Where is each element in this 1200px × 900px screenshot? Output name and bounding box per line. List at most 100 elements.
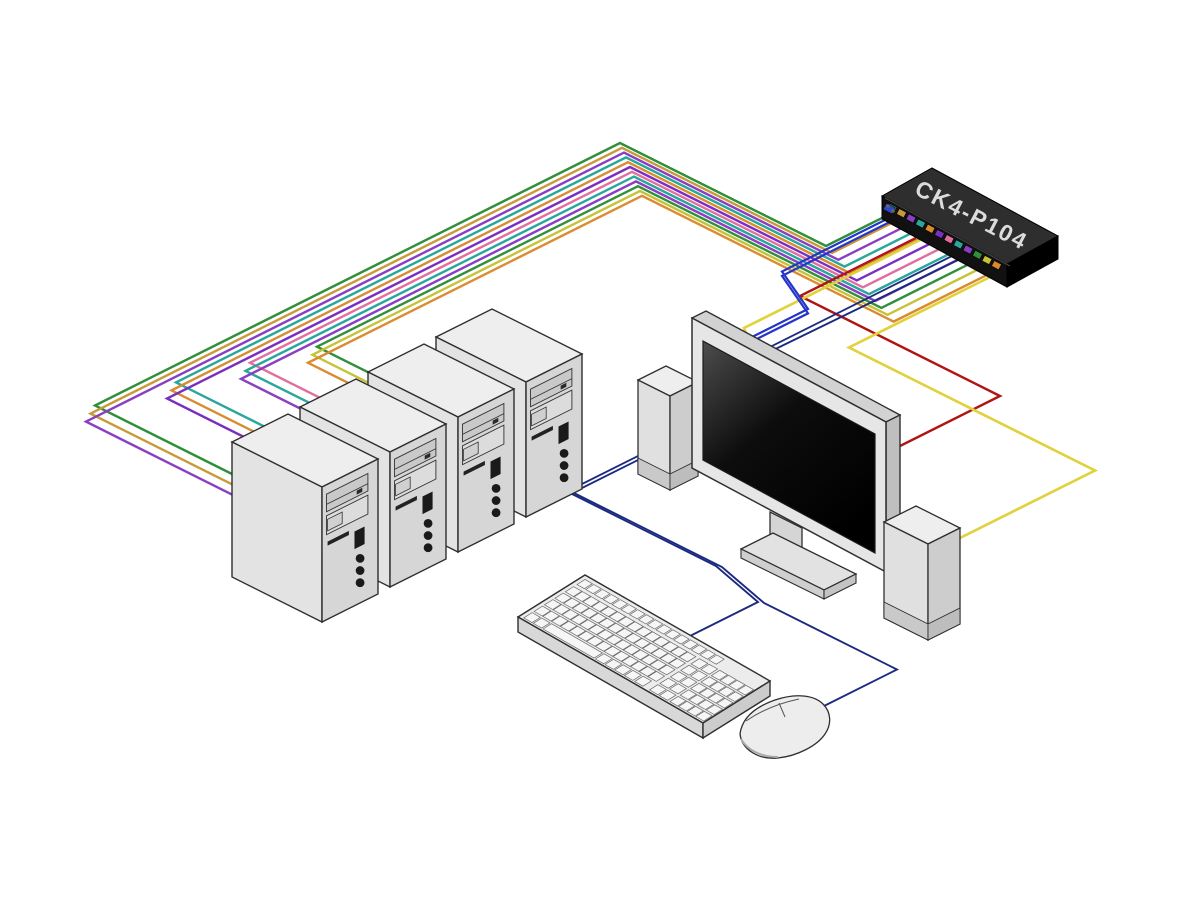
mouse bbox=[739, 695, 831, 759]
keyboard-key bbox=[659, 677, 678, 689]
keyboard-key bbox=[629, 660, 648, 672]
keyboard-key bbox=[620, 604, 638, 615]
keyboard-key bbox=[613, 639, 632, 651]
cd-eject-button bbox=[492, 417, 499, 425]
monitor bbox=[690, 310, 902, 600]
kvm-port-connector bbox=[991, 260, 1002, 271]
keyboard-key bbox=[624, 632, 643, 644]
kvm-computer-cable-8 bbox=[242, 175, 960, 435]
kvm-port-connector bbox=[934, 229, 945, 239]
keyboard-key bbox=[561, 609, 580, 621]
keyboard-key bbox=[652, 636, 671, 648]
keyboard-key bbox=[622, 644, 641, 656]
keyboard bbox=[516, 574, 772, 740]
console-cable-run bbox=[757, 259, 959, 359]
keyboard-key bbox=[633, 637, 651, 649]
floppy-slot bbox=[531, 425, 553, 441]
keyboard-key bbox=[564, 586, 583, 597]
keyboard-key bbox=[647, 670, 666, 682]
front-panel-led bbox=[423, 531, 433, 540]
keyboard-key bbox=[690, 658, 709, 670]
detail-line bbox=[530, 378, 573, 400]
power-button bbox=[558, 421, 569, 445]
keyboard-key bbox=[611, 599, 629, 610]
kvm-computer-cable-6 bbox=[164, 165, 941, 468]
kvm-switch bbox=[880, 167, 1060, 288]
detail-line bbox=[394, 448, 437, 470]
keyboard-key bbox=[698, 687, 717, 699]
keyboard-key bbox=[571, 602, 590, 614]
kvm-port-connector bbox=[972, 249, 983, 260]
keyboard-key bbox=[643, 631, 662, 643]
keyboard-key bbox=[650, 647, 669, 659]
keyboard-key bbox=[669, 695, 687, 707]
keyboard-key bbox=[690, 644, 708, 655]
monitor-stand-base-side bbox=[823, 573, 857, 600]
keyboard-key bbox=[646, 619, 664, 630]
computer-tower-1 bbox=[230, 413, 380, 624]
keyboard-key bbox=[680, 664, 699, 676]
keyboard-key bbox=[621, 655, 639, 667]
cd-drive-bay bbox=[394, 437, 437, 478]
kvm-computer-cable-2 bbox=[87, 146, 903, 487]
keyboard-key bbox=[554, 592, 573, 604]
keyboard-key bbox=[573, 591, 592, 602]
keyboard-key bbox=[617, 616, 636, 628]
keyboard-cable bbox=[564, 448, 760, 637]
keyboard-key bbox=[677, 700, 696, 712]
keyboard-key bbox=[593, 589, 611, 600]
keyboard-key bbox=[602, 594, 620, 605]
mouse-shading bbox=[740, 738, 779, 758]
kvm-computer-cable-1 bbox=[92, 141, 893, 477]
speaker-cable-red bbox=[797, 236, 1003, 456]
keyboard-key bbox=[562, 597, 581, 609]
keyboard-key bbox=[559, 620, 578, 632]
keyboard-key bbox=[587, 624, 606, 636]
keyboard-key bbox=[552, 604, 571, 615]
keyboard-key bbox=[658, 689, 677, 701]
front-panel-led bbox=[491, 508, 501, 518]
computer-towers bbox=[230, 308, 584, 624]
keyboard-key bbox=[605, 634, 624, 646]
keyboard-key bbox=[532, 617, 551, 629]
keyboard-key bbox=[705, 704, 724, 715]
keyboard-key bbox=[623, 669, 642, 681]
keyboard-key bbox=[631, 649, 650, 661]
front-panel-led bbox=[423, 519, 433, 528]
kvm-computer-cable-7 bbox=[247, 170, 950, 425]
keyboard-key bbox=[669, 671, 688, 683]
kvm-computer-cable-4 bbox=[173, 156, 922, 447]
keyboard-key bbox=[625, 621, 644, 633]
right-speaker-keyboard-mouse bbox=[516, 505, 962, 759]
keyboard-key bbox=[550, 615, 569, 627]
keyboard-key bbox=[648, 684, 667, 696]
kvm-port-connector bbox=[915, 218, 926, 229]
keyboard-key bbox=[577, 630, 596, 642]
detail-line bbox=[326, 483, 369, 505]
keyboard-key bbox=[707, 692, 725, 704]
front-panel-led bbox=[423, 543, 433, 553]
keyboard-key bbox=[629, 609, 646, 620]
keyboard-key bbox=[594, 640, 613, 652]
keyboard-key bbox=[542, 623, 604, 659]
keyboard-key bbox=[669, 683, 688, 695]
kvm-computer-cable-10 bbox=[314, 184, 979, 409]
keyboard-key bbox=[596, 629, 615, 641]
detail-line bbox=[884, 197, 1011, 267]
keyboard-key bbox=[568, 625, 587, 637]
bay-insert bbox=[463, 441, 479, 462]
keyboard-key bbox=[542, 610, 561, 622]
keyboard-key bbox=[661, 641, 679, 653]
speaker-base-band bbox=[927, 607, 961, 641]
kvm-port-connector bbox=[896, 208, 907, 219]
keyboard-key bbox=[543, 599, 562, 610]
keyboard-key bbox=[655, 624, 673, 635]
console-cable-run bbox=[757, 253, 957, 354]
keyboard-key bbox=[728, 679, 746, 691]
keyboard-key bbox=[523, 612, 542, 624]
kvm-port-connector bbox=[943, 234, 955, 245]
keyboard-key bbox=[576, 578, 594, 590]
keyboard-key bbox=[615, 627, 634, 639]
